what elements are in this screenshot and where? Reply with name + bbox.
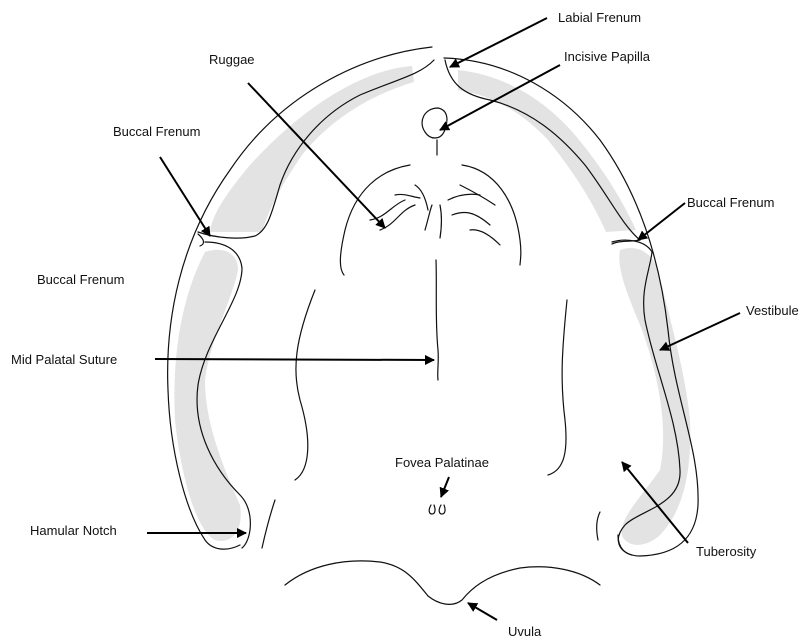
uvula-label: Uvula xyxy=(508,625,541,638)
uvula-arrow xyxy=(468,603,497,620)
right-anterior-ridge-shading xyxy=(458,70,636,232)
mid-palatal-suture-line xyxy=(436,260,438,380)
right-posterior-border xyxy=(597,512,600,540)
buccal-frenum-right-arrow xyxy=(638,203,685,240)
rugae-group xyxy=(370,185,500,245)
left-posterior-ridge-shading xyxy=(174,250,240,541)
incisive-papilla-outline xyxy=(422,108,447,138)
left-anterior-ridge-shading xyxy=(210,66,414,232)
left-fovea xyxy=(429,505,435,514)
labial-frenum-label: Labial Frenum xyxy=(558,11,641,24)
fovea-palatinae-arrow xyxy=(441,477,449,497)
vestibule-label: Vestibule xyxy=(746,304,799,317)
left-palatal-slope xyxy=(340,165,410,275)
right-fovea xyxy=(439,505,445,514)
labial-frenum-arrow xyxy=(450,18,547,67)
soft-palate-outline xyxy=(285,561,600,604)
tuberosity-label: Tuberosity xyxy=(696,545,756,558)
right-palatal-wall xyxy=(548,300,567,475)
buccal-frenum-right-label: Buccal Frenum xyxy=(687,196,774,209)
incisive-papilla-label: Incisive Papilla xyxy=(564,50,650,63)
hamular-notch-label: Hamular Notch xyxy=(30,524,117,537)
mid-palatal-suture-label: Mid Palatal Suture xyxy=(11,353,117,366)
ruggae-label: Ruggae xyxy=(209,53,255,66)
fovea-palatinae-label: Fovea Palatinae xyxy=(395,456,489,469)
left-posterior-border xyxy=(262,500,275,548)
left-palatal-wall xyxy=(295,290,315,480)
left-buccal-frenum-notch xyxy=(198,234,204,246)
buccal-frenum-left-arrow xyxy=(160,157,210,236)
buccal-frenum-upper-left-label: Buccal Frenum xyxy=(113,125,200,138)
right-palatal-slope xyxy=(462,165,521,265)
mid-palatal-suture-arrow xyxy=(155,359,434,360)
buccal-frenum-lower-left-label: Buccal Frenum xyxy=(37,273,124,286)
